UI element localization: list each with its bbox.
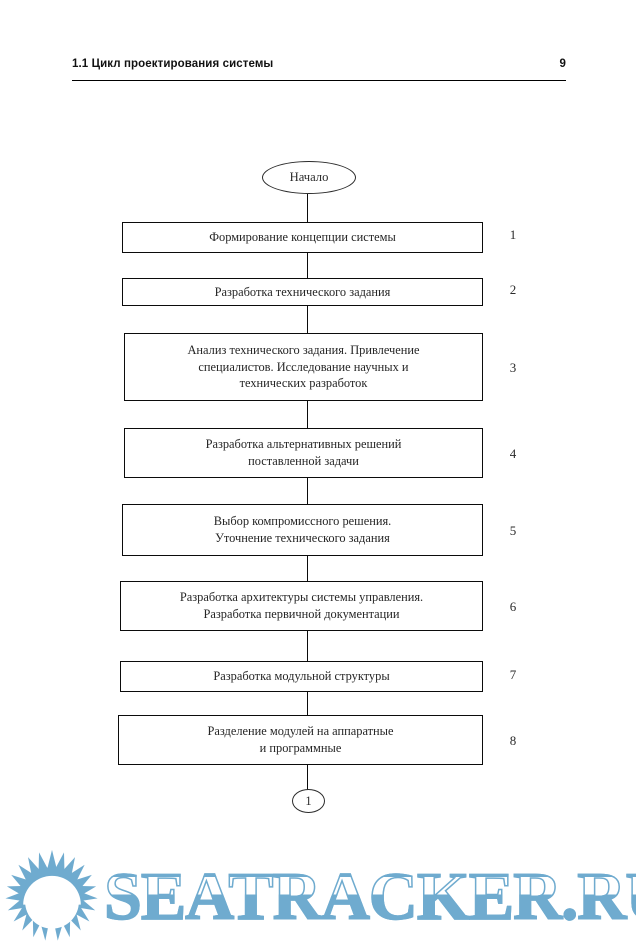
flowchart-diagram: Начало Формирование концепции системы 1 … xyxy=(118,161,517,813)
connector-2-to-3 xyxy=(306,306,308,333)
connector-5-to-6 xyxy=(306,556,308,581)
flow-node-3-line-3: технических разработок xyxy=(239,376,368,391)
flow-node-8-line-1: Разделение модулей на аппаратные xyxy=(207,724,394,739)
flow-start-label: Начало xyxy=(289,170,329,184)
step-number-6: 6 xyxy=(509,599,517,614)
flow-node-8-line-2: и программные xyxy=(259,741,342,755)
flow-node-5-line-1: Выбор компромиссного решения. xyxy=(213,514,392,529)
step-number-2: 2 xyxy=(509,282,517,297)
connector-4-to-5 xyxy=(306,478,308,504)
flow-node-6-line-2: Разработка первичной документации xyxy=(203,607,400,621)
flow-node-1: Формирование концепции системы xyxy=(122,222,483,253)
flow-node-4-line-2: поставленной задачи xyxy=(248,454,359,468)
connector-1-to-2 xyxy=(306,253,308,278)
flow-node-8: Разделение модулей на аппаратные и прогр… xyxy=(118,715,483,765)
page-header: 1.1 Цикл проектирования системы 9 xyxy=(72,58,566,81)
page-number: 9 xyxy=(559,58,566,70)
step-number-8: 8 xyxy=(509,733,517,748)
flow-node-7-line-1: Разработка модульной структуры xyxy=(213,669,390,684)
flow-node-3-line-1: Анализ технического задания. Привлечение xyxy=(187,342,420,357)
flow-node-5: Выбор компромиссного решения. Уточнение … xyxy=(122,504,483,556)
watermark-text: SEATRACKER.RU xyxy=(103,861,636,931)
flow-node-4-line-1: Разработка альтернативных решений xyxy=(205,437,402,452)
step-number-4: 4 xyxy=(509,446,517,461)
flow-offpage-connector: 1 xyxy=(292,789,325,813)
page-title: 1.1 Цикл проектирования системы xyxy=(72,58,274,70)
step-number-7: 7 xyxy=(509,667,517,682)
flow-node-7: Разработка модульной структуры xyxy=(120,661,483,692)
step-number-1: 1 xyxy=(509,227,517,242)
flow-node-1-line-1: Формирование концепции системы xyxy=(209,230,396,245)
connector-7-to-8 xyxy=(306,692,308,715)
flow-node-6-line-1: Разработка архитектуры системы управлени… xyxy=(179,590,424,605)
sunburst-icon xyxy=(4,848,100,944)
flow-node-3-line-2: специалистов. Исследование научных и xyxy=(198,359,409,374)
connector-3-to-4 xyxy=(306,401,308,428)
flow-offpage-connector-label: 1 xyxy=(305,793,312,808)
flow-node-2: Разработка технического задания xyxy=(122,278,483,306)
step-number-3: 3 xyxy=(509,360,517,375)
connector-start-to-1 xyxy=(306,194,308,222)
flow-start-terminator: Начало xyxy=(262,161,356,194)
connector-6-to-7 xyxy=(306,631,308,661)
flow-node-5-line-2: Уточнение технического задания xyxy=(215,531,390,545)
step-number-5: 5 xyxy=(509,523,517,538)
flow-node-6: Разработка архитектуры системы управлени… xyxy=(120,581,483,631)
flow-node-4: Разработка альтернативных решений постав… xyxy=(124,428,483,478)
flow-node-2-line-1: Разработка технического задания xyxy=(214,284,391,299)
connector-8-to-end xyxy=(306,765,308,790)
watermark: SEATRACKER.RU xyxy=(0,845,636,947)
flow-node-3: Анализ технического задания. Привлечение… xyxy=(124,333,483,401)
